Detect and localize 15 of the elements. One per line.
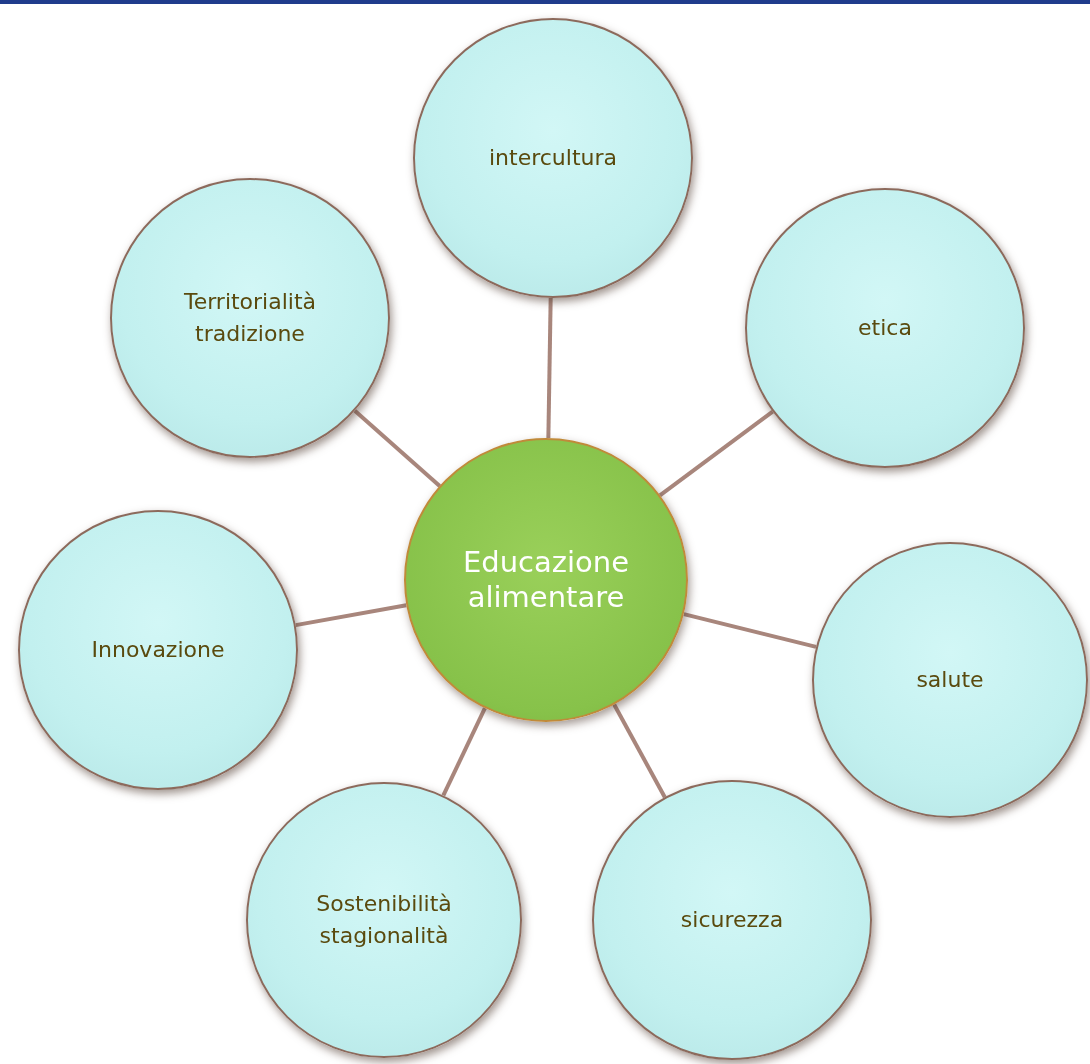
connector-line (612, 703, 667, 799)
circle-label: intercultura (489, 144, 617, 173)
connector-line (546, 297, 553, 439)
connector-line (683, 612, 817, 649)
circle-label: Sostenibilità stagionalità (315, 890, 453, 950)
connector-line (295, 603, 407, 628)
circle-label: sicurezza (680, 906, 784, 935)
circle-label: Innovazione (91, 636, 225, 665)
connector-line (353, 409, 441, 488)
circle-label: Educazione alimentare (461, 545, 631, 615)
connector-line (658, 409, 774, 497)
circle-label: etica (858, 314, 912, 343)
connector-line (441, 707, 487, 797)
circle-label: salute (916, 666, 984, 695)
circle-label: Territorialità tradizione (182, 288, 318, 348)
